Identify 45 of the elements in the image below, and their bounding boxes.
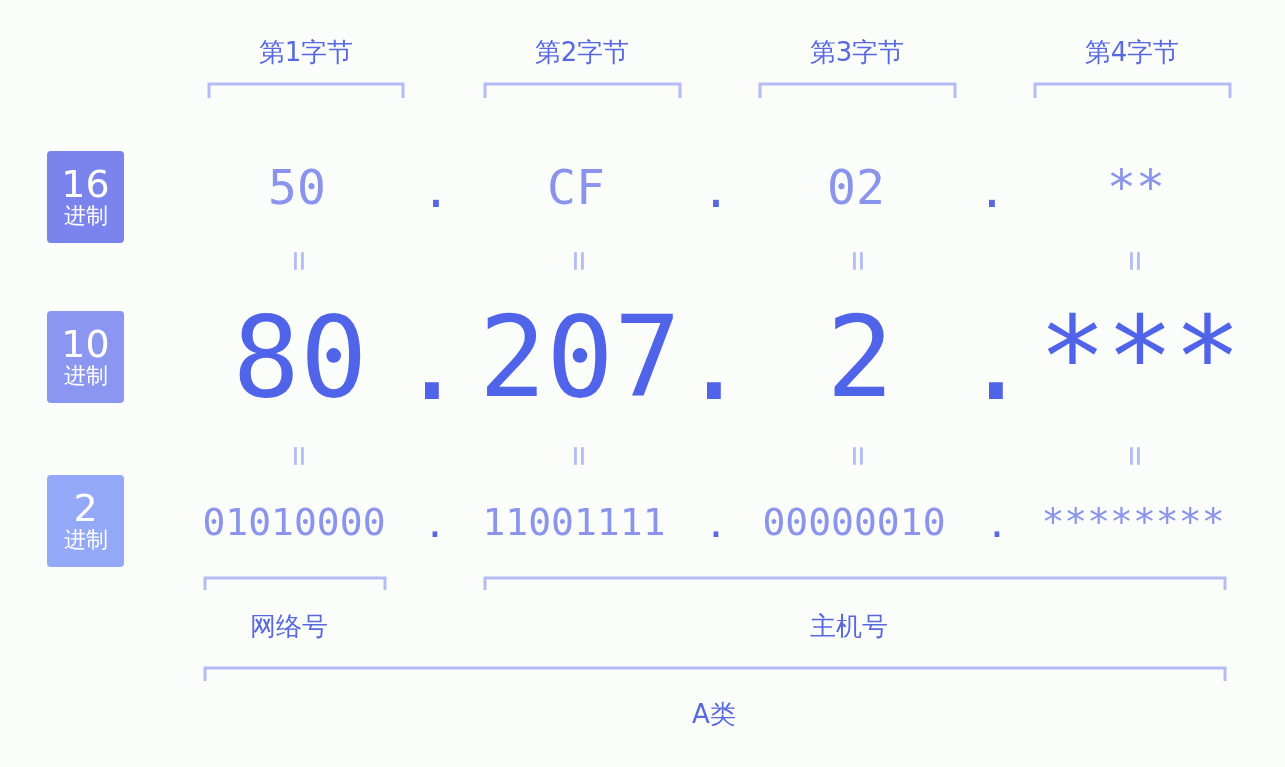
hex-value: ** xyxy=(1107,163,1165,211)
badge-number: 2 xyxy=(73,489,98,527)
dot-separator: . xyxy=(701,166,731,214)
dot-separator: . xyxy=(680,304,748,416)
dot-separator: . xyxy=(398,304,466,416)
equals-sign: = xyxy=(842,445,876,467)
decimal-value: 2 xyxy=(826,301,894,413)
dot-separator: . xyxy=(962,304,1030,416)
equals-sign: = xyxy=(1119,445,1153,467)
dot-separator: . xyxy=(423,505,447,543)
binary-value: 00000010 xyxy=(762,503,946,541)
badge-number: 10 xyxy=(60,325,111,363)
badge-label: 进制 xyxy=(62,365,109,387)
column-heading: 第2字节 xyxy=(534,39,630,65)
decimal-value: 80 xyxy=(232,301,368,413)
badge-label: 进制 xyxy=(62,529,109,551)
equals-sign: = xyxy=(1119,250,1153,272)
bracket-label: 主机号 xyxy=(810,613,888,639)
equals-sign: = xyxy=(283,250,317,272)
equals-sign: = xyxy=(563,445,597,467)
binary-value: ******** xyxy=(1041,503,1225,541)
badge-label: 进制 xyxy=(62,205,109,227)
dot-separator: . xyxy=(421,166,451,214)
bracket-label: A类 xyxy=(692,701,736,727)
equals-sign: = xyxy=(563,250,597,272)
binary-value: 01010000 xyxy=(202,503,386,541)
dot-separator: . xyxy=(977,166,1007,214)
decimal-value: *** xyxy=(1038,301,1242,413)
hex-value: 02 xyxy=(827,163,885,211)
column-heading: 第4字节 xyxy=(1084,39,1180,65)
hex-value: 50 xyxy=(268,163,326,211)
dot-separator: . xyxy=(985,505,1009,543)
bracket-label: 网络号 xyxy=(250,613,328,639)
badge-number: 16 xyxy=(60,165,111,203)
decimal-value: 207 xyxy=(478,301,682,413)
base-badge xyxy=(47,311,124,403)
binary-value: 11001111 xyxy=(482,503,666,541)
column-heading: 第3字节 xyxy=(809,39,905,65)
equals-sign: = xyxy=(842,250,876,272)
base-badge xyxy=(47,475,124,567)
column-heading: 第1字节 xyxy=(258,39,354,65)
hex-value: CF xyxy=(547,163,605,211)
dot-separator: . xyxy=(704,505,728,543)
equals-sign: = xyxy=(283,445,317,467)
base-badge xyxy=(47,151,124,243)
